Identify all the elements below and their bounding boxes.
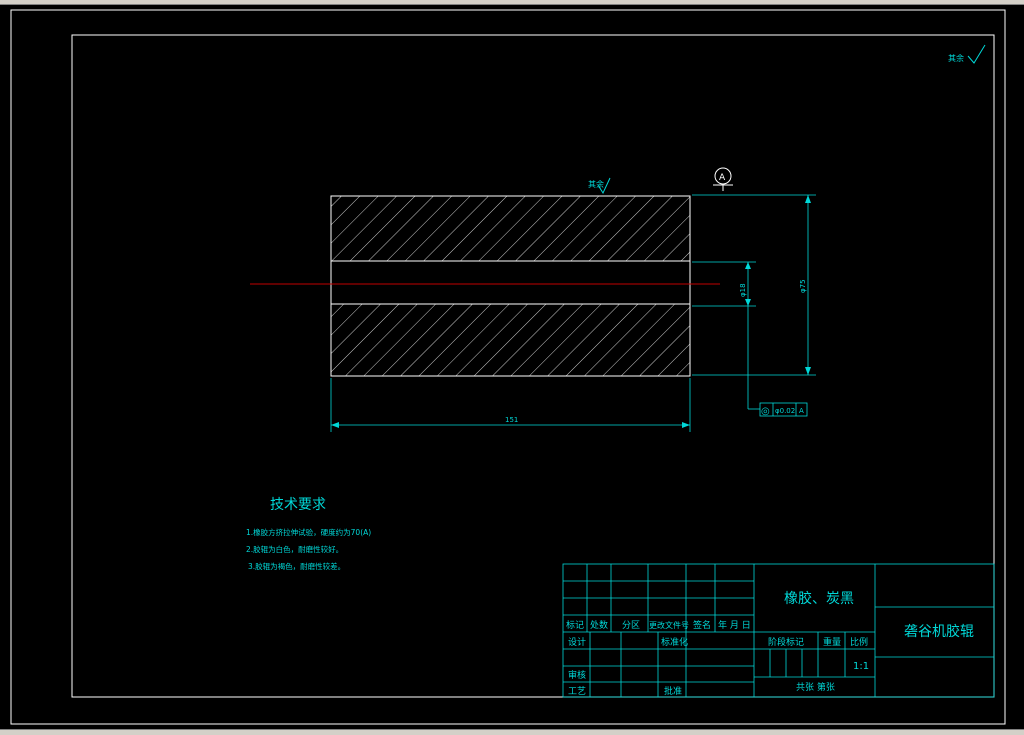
title-block-approve: 批准 xyxy=(664,685,682,697)
roughness-symbol-top-right: 其余 xyxy=(948,44,986,64)
title-block-material: 橡胶、炭黑 xyxy=(784,590,854,607)
roughness-label-top-right: 其余 xyxy=(948,53,964,63)
title-block-part-name: 砻谷机胶辊 xyxy=(904,623,974,640)
concentricity-icon: ◎ xyxy=(761,406,770,417)
roughness-label-top-surface: 其余 xyxy=(588,179,604,189)
title-block-sheets: 共张 第张 xyxy=(796,681,835,693)
roughness-symbol-top-surface: 其余 xyxy=(588,177,611,195)
dimension-inner-diameter-text: φ18 xyxy=(739,283,747,297)
datum-symbol: A xyxy=(713,167,733,191)
dimension-length-text: 151 xyxy=(505,416,518,424)
dimension-length: 151 xyxy=(330,378,691,432)
inner-frame xyxy=(71,34,995,698)
title-block-standardization: 标准化 xyxy=(661,636,688,648)
tech-requirement-item: 2.胶辊为白色，耐磨性较好。 xyxy=(246,544,343,554)
cad-canvas[interactable]: 其余 A 其余 φ75 φ18 xyxy=(0,4,1024,729)
title-block-date: 年 月 日 xyxy=(718,619,751,631)
section-lower-wall[interactable] xyxy=(330,303,691,377)
title-block-change-doc: 更改文件号 xyxy=(649,620,689,630)
dimension-inner-diameter: φ18 xyxy=(692,261,760,410)
title-block-text: 橡胶、炭黑 砻谷机胶辊 标记 处数 分区 更改文件号 签名 年 月 日 设计 标… xyxy=(566,590,974,697)
tech-requirements-title: 技术要求 xyxy=(270,497,326,513)
title-block-count: 处数 xyxy=(590,619,608,631)
outer-frame xyxy=(10,9,1006,725)
title-block[interactable] xyxy=(562,563,995,698)
title-block-mark: 标记 xyxy=(566,619,584,631)
dimension-outer-diameter: φ75 xyxy=(692,194,816,376)
title-block-weight: 重量 xyxy=(823,636,841,648)
title-block-signature: 签名 xyxy=(693,619,711,631)
section-bore xyxy=(330,260,691,305)
status-bar xyxy=(0,729,1024,735)
title-block-design: 设计 xyxy=(568,636,586,648)
title-block-review: 审核 xyxy=(568,669,586,681)
tolerance-frame[interactable]: ◎ φ0.02 A xyxy=(759,402,808,417)
title-block-scale-label: 比例 xyxy=(850,636,868,648)
tech-requirement-item: 1.橡胶方挤拉伸试验，硬度约为70(A) xyxy=(246,527,371,537)
title-block-scale: 1:1 xyxy=(853,661,869,672)
tolerance-datum: A xyxy=(799,407,804,415)
tech-requirements: 技术要求 1.橡胶方挤拉伸试验，硬度约为70(A) 2.胶辊为白色，耐磨性较好。… xyxy=(246,497,371,571)
roughness-check-icon xyxy=(967,44,986,64)
tolerance-value: φ0.02 xyxy=(775,407,795,415)
datum-symbol-label: A xyxy=(719,173,726,183)
title-block-stage-mark: 阶段标记 xyxy=(768,636,804,648)
tech-requirement-item: 3.胶辊为褐色，耐磨性较差。 xyxy=(248,561,345,571)
title-block-process: 工艺 xyxy=(568,686,586,697)
title-block-zone: 分区 xyxy=(622,620,640,631)
dimension-outer-diameter-text: φ75 xyxy=(799,279,807,293)
toolbar-strip xyxy=(0,0,1024,5)
roughness-check-icon xyxy=(597,177,611,195)
section-upper-wall[interactable] xyxy=(330,195,691,262)
